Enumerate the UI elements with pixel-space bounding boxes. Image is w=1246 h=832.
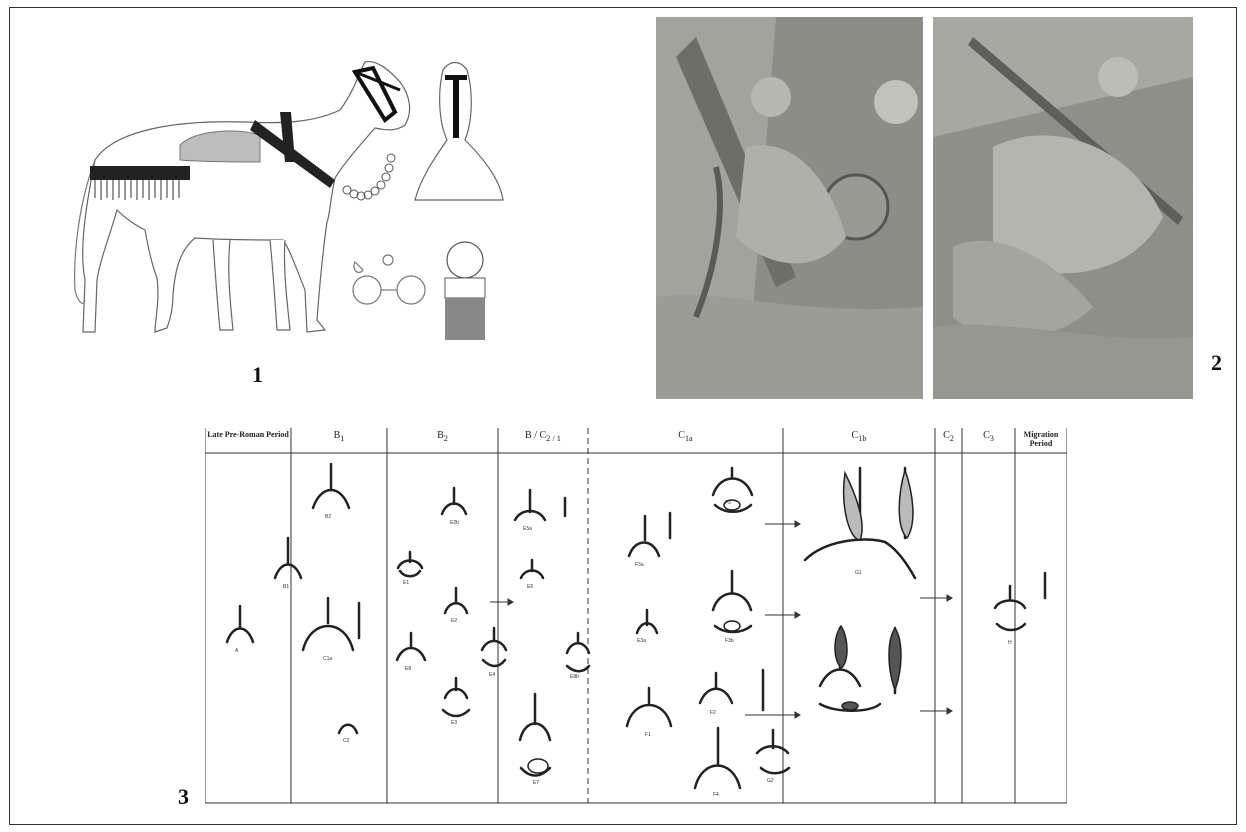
- spur-label: E7: [533, 780, 539, 786]
- spur-label: E8b: [570, 674, 579, 680]
- spur-label: F3a: [635, 562, 644, 568]
- header-c2: C2: [935, 430, 962, 443]
- spur-label: C1a: [323, 656, 332, 662]
- spur-label: A: [235, 648, 238, 654]
- header-b2-c1: B / C2 / 1: [498, 430, 588, 443]
- spur-label: B1: [283, 584, 289, 590]
- spur-label: E2b: [450, 520, 459, 526]
- spur-label: E5a: [523, 526, 532, 532]
- relief-photographs: [656, 17, 1193, 399]
- header-late-pre-roman: Late Pre-Roman Period: [207, 430, 289, 439]
- horse-harness-illustration: 1: [55, 50, 555, 350]
- spur-label: E4: [489, 672, 495, 678]
- spur-label: F1: [645, 732, 651, 738]
- spur-label: E6: [527, 584, 533, 590]
- header-b1: B1: [291, 430, 387, 443]
- spur-label: H: [1008, 640, 1012, 646]
- horse-drawing: [55, 50, 555, 350]
- spur-label: B2: [325, 514, 331, 520]
- spur-label: C2: [343, 738, 349, 744]
- header-c1a: C1a: [588, 430, 783, 443]
- figure-number-3: 3: [178, 784, 189, 810]
- chronology-grid: [205, 428, 1067, 808]
- header-c1b: C1b: [783, 430, 935, 443]
- spur-label: E8: [405, 666, 411, 672]
- spur-label: F3: [725, 500, 731, 506]
- spur-label: E2: [451, 618, 457, 624]
- spur-label: F4: [713, 792, 719, 798]
- spur-label: G2: [767, 778, 774, 784]
- spur-label: F3b: [725, 638, 734, 644]
- spur-chronology-table: Late Pre-Roman Period B1 B2 B / C2 / 1 C…: [205, 428, 1067, 808]
- figure-number-2: 2: [1211, 350, 1222, 376]
- spur-label: F2: [710, 710, 716, 716]
- header-migration-period: Migration Period: [1015, 430, 1067, 448]
- spur-label: E3: [451, 720, 457, 726]
- spur-label: E1: [403, 580, 409, 586]
- header-c3: C3: [962, 430, 1015, 443]
- spur-label: E3a: [637, 638, 646, 644]
- header-b2: B2: [387, 430, 498, 443]
- figure-number-1: 1: [252, 362, 263, 388]
- photo-divider: [923, 17, 933, 399]
- relief-photo-left: [656, 17, 923, 399]
- relief-photo-right: [933, 17, 1193, 399]
- spur-label: G1: [855, 570, 862, 576]
